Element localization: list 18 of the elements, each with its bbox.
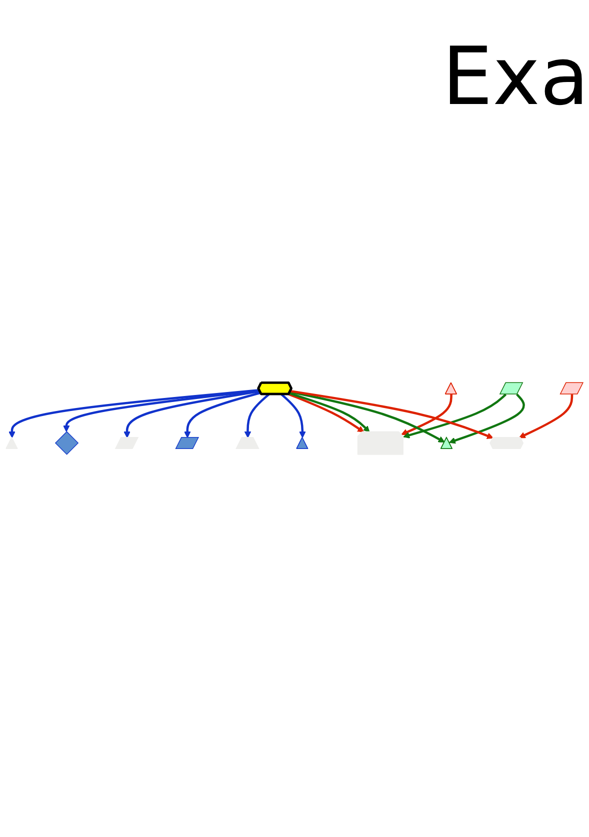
node-trapezoid xyxy=(236,436,260,450)
arrow xyxy=(448,394,525,444)
arrow xyxy=(401,394,452,436)
arrow xyxy=(280,394,306,438)
node-parallelogram xyxy=(499,382,524,394)
arrow xyxy=(244,394,270,438)
arrow xyxy=(124,390,260,438)
arrow xyxy=(518,394,574,438)
node-parallelogram xyxy=(560,382,584,394)
arrow xyxy=(290,390,445,442)
title: Exa xyxy=(442,30,589,123)
arrow xyxy=(290,390,494,439)
arrow xyxy=(184,392,261,438)
arrow xyxy=(403,394,507,438)
node-parallelogram xyxy=(175,436,200,450)
node-parallelogram xyxy=(114,436,139,450)
arrow xyxy=(8,389,260,438)
node-rhombus xyxy=(54,431,79,455)
